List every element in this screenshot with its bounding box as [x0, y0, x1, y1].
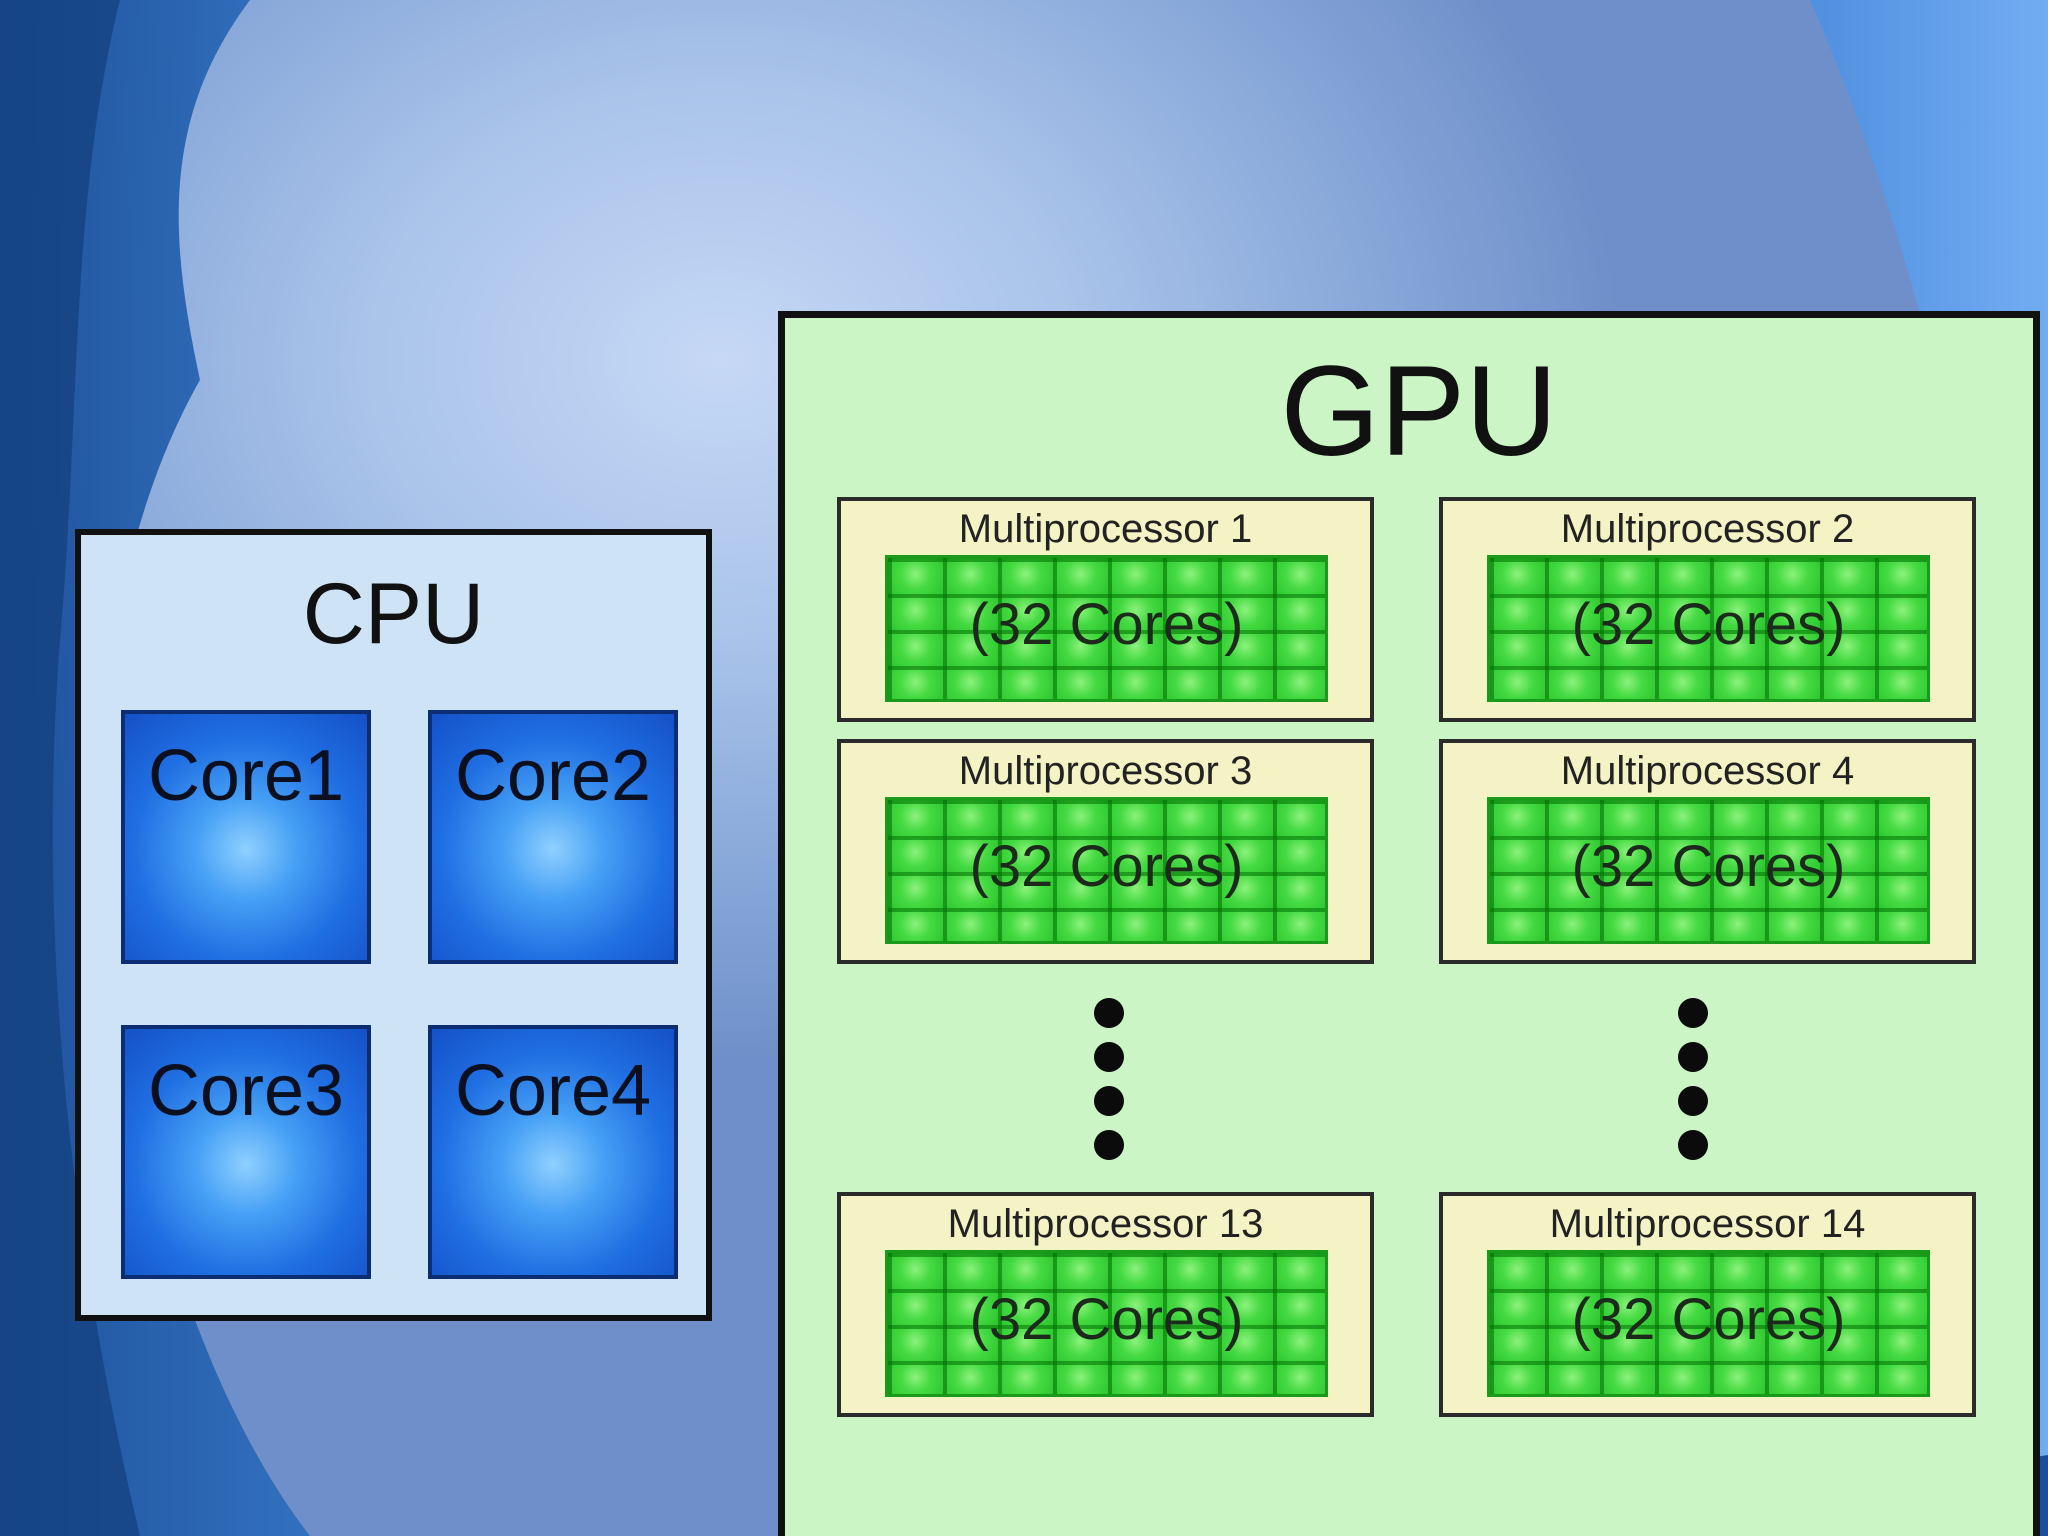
- core-count-label: (32 Cores): [1571, 1287, 1846, 1352]
- ellipsis-dot: [1678, 998, 1708, 1028]
- core-grid: (32 Cores): [1487, 555, 1930, 702]
- core-count-label: (32 Cores): [1571, 834, 1846, 899]
- ellipsis-dot: [1678, 1042, 1708, 1072]
- core-grid: (32 Cores): [885, 797, 1328, 944]
- cpu-core: Core4: [428, 1025, 678, 1279]
- gpu-title-text: GPU: [1280, 340, 1558, 483]
- cpu-title: CPU: [302, 566, 485, 662]
- core-count-label: (32 Cores): [969, 592, 1244, 657]
- cpu-core-label: Core2: [454, 736, 652, 816]
- core-grid: (32 Cores): [1487, 1250, 1930, 1397]
- multiprocessor: Multiprocessor 13 (32 Cores): [837, 1192, 1374, 1417]
- core-count-label: (32 Cores): [1571, 592, 1846, 657]
- multiprocessor-label: Multiprocessor 14: [1549, 1202, 1866, 1246]
- ellipsis-dot: [1678, 1086, 1708, 1116]
- ellipsis-dot: [1094, 1130, 1124, 1160]
- cpu-core: Core3: [121, 1025, 371, 1279]
- gpu-title: GPU: [785, 348, 2033, 476]
- gpu-block: GPU Multiprocessor 1 (32 Cores) Multipro…: [778, 311, 2040, 1536]
- cpu-core: Core1: [121, 710, 371, 964]
- multiprocessor: Multiprocessor 4 (32 Cores): [1439, 739, 1976, 964]
- cpu-core-label: Core3: [147, 1051, 345, 1131]
- core-grid: (32 Cores): [885, 555, 1328, 702]
- cpu-core: Core2: [428, 710, 678, 964]
- multiprocessor: Multiprocessor 14 (32 Cores): [1439, 1192, 1976, 1417]
- core-grid: (32 Cores): [885, 1250, 1328, 1397]
- core-count-label: (32 Cores): [969, 834, 1244, 899]
- multiprocessor: Multiprocessor 3 (32 Cores): [837, 739, 1374, 964]
- cpu-core-label: Core1: [147, 736, 345, 816]
- multiprocessor-label: Multiprocessor 13: [947, 1202, 1264, 1246]
- core-grid: (32 Cores): [1487, 797, 1930, 944]
- multiprocessor-label: Multiprocessor 3: [958, 749, 1253, 793]
- multiprocessor-label: Multiprocessor 4: [1560, 749, 1855, 793]
- cpu-core-label: Core4: [454, 1051, 652, 1131]
- ellipsis-dot: [1094, 998, 1124, 1028]
- multiprocessor: Multiprocessor 1 (32 Cores): [837, 497, 1374, 722]
- ellipsis-dot: [1094, 1086, 1124, 1116]
- ellipsis-dot: [1094, 1042, 1124, 1072]
- ellipsis-dot: [1678, 1130, 1708, 1160]
- multiprocessor-label: Multiprocessor 1: [958, 507, 1253, 551]
- core-count-label: (32 Cores): [969, 1287, 1244, 1352]
- multiprocessor: Multiprocessor 2 (32 Cores): [1439, 497, 1976, 722]
- cpu-block: CPU Core1 Core2 Core3 Core4: [75, 529, 712, 1321]
- multiprocessor-label: Multiprocessor 2: [1560, 507, 1855, 551]
